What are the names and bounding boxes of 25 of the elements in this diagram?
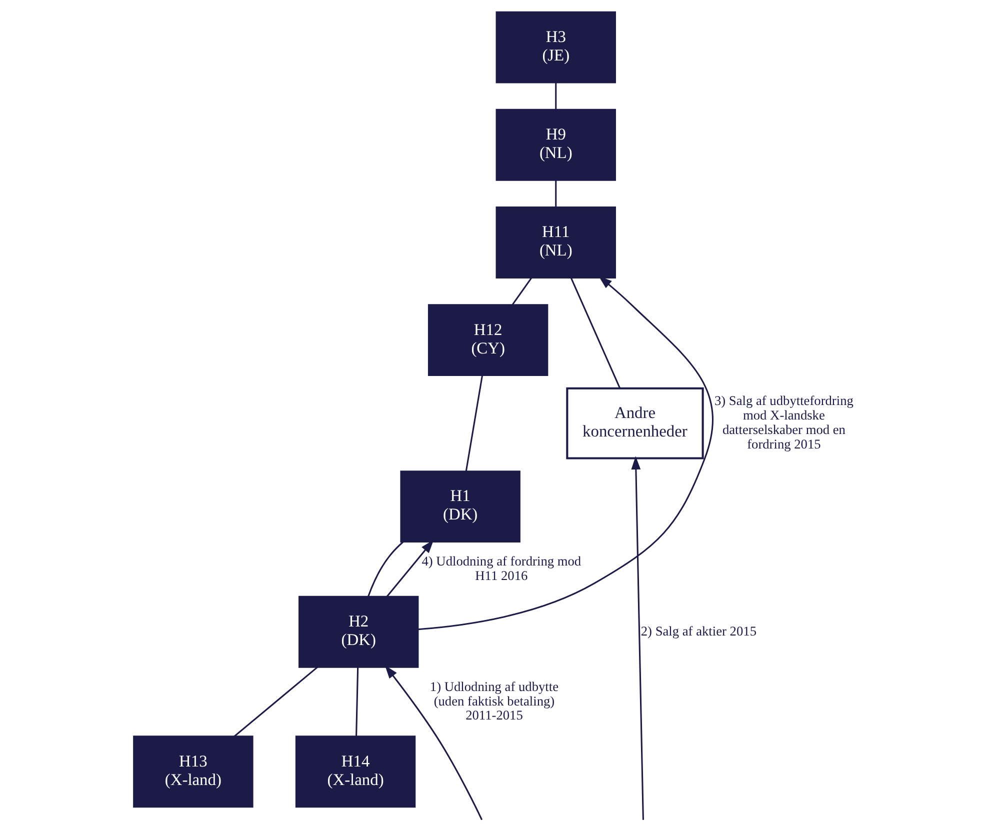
- node-box: H13 (X-land): [132, 736, 253, 808]
- connector: [233, 666, 318, 738]
- connector: [464, 375, 483, 472]
- edge-label: 2) Salg af aktier 2015: [640, 623, 756, 638]
- edge-label: 4) Udlodning af fordring mod H11 2016: [421, 554, 581, 583]
- arrow: [417, 276, 713, 630]
- connector: [554, 82, 556, 110]
- arrow: [630, 456, 644, 820]
- node-box: H9 (NL): [495, 108, 616, 181]
- connector: [355, 666, 358, 736]
- node-box: H1 (DK): [400, 470, 520, 542]
- connector: [511, 277, 532, 306]
- arrow: [384, 665, 482, 820]
- edge-label: 1) Udlodning af udbytte (uden faktisk betaling) 2011-2015: [429, 678, 558, 723]
- node-box: H12 (CY): [427, 304, 548, 376]
- node-box: H3 (JE): [495, 11, 616, 84]
- node-box: Andre koncernenheder: [566, 387, 704, 460]
- node-box: H2 (DK): [298, 596, 418, 668]
- connector: [366, 541, 404, 598]
- node-box: H11 (NL): [495, 206, 616, 278]
- connector: [570, 277, 620, 389]
- edge-label: 3) Salg af udbyttefordring mod X-landske datterselskaber mod en fordring 2015: [714, 393, 853, 452]
- node-box: H14 (X-land): [294, 736, 416, 808]
- connector: [554, 180, 556, 208]
- arrow: [386, 540, 434, 598]
